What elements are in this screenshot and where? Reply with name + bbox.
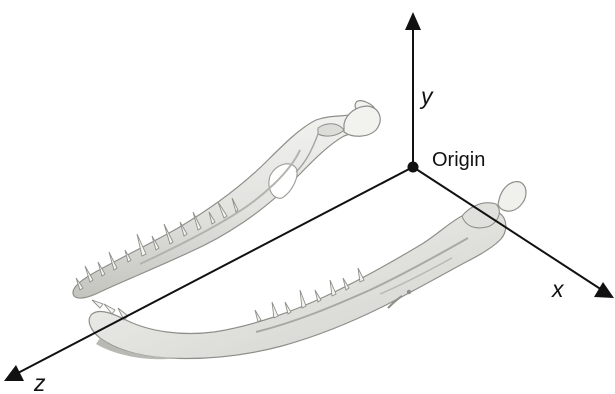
jaw-lower-ramus bbox=[89, 209, 506, 358]
z-axis-arrowhead bbox=[4, 365, 24, 381]
y-axis-arrowhead bbox=[405, 12, 421, 30]
y-axis-label: y bbox=[419, 83, 434, 109]
x-axis-label: x bbox=[551, 276, 565, 302]
origin-label: Origin bbox=[432, 149, 485, 171]
jaw-upper-condyle bbox=[344, 106, 380, 136]
origin-point bbox=[408, 162, 419, 173]
x-axis-arrowhead bbox=[594, 282, 614, 298]
jaw-lower-condyle bbox=[498, 182, 526, 211]
z-axis-label: z bbox=[33, 370, 46, 394]
jaw-bone-illustration bbox=[73, 101, 526, 360]
